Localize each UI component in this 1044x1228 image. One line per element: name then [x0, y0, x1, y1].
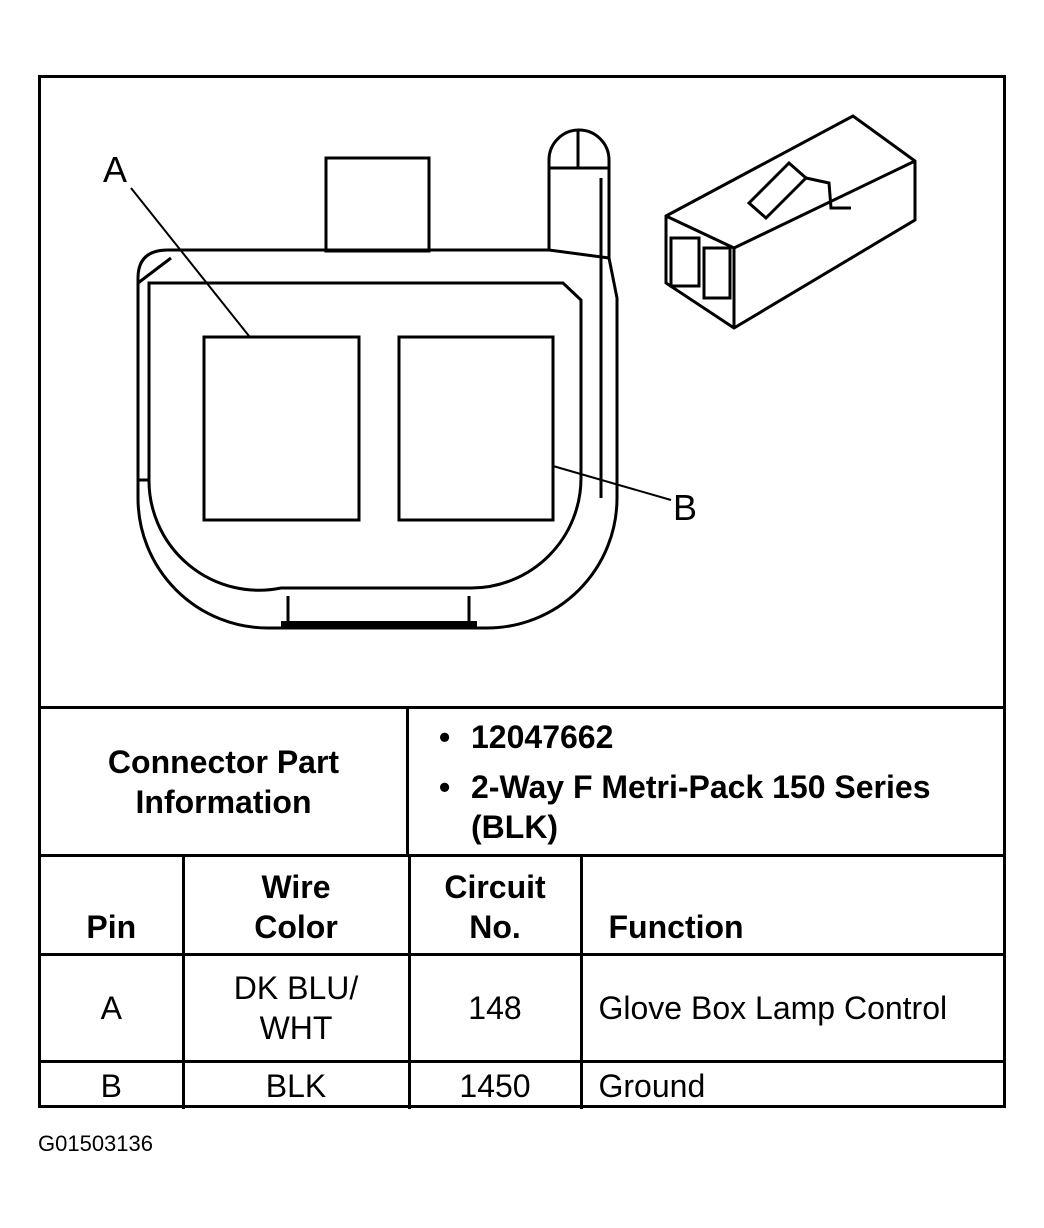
- bullet-marker: •: [439, 769, 451, 805]
- cavity-a: [202, 335, 361, 522]
- part-number-item: • 12047662: [439, 717, 931, 757]
- callout-b-label: B: [673, 487, 697, 528]
- bullet-marker: •: [439, 719, 451, 755]
- cell-function: Glove Box Lamp Control: [579, 953, 1003, 1063]
- connector-body-outer: [136, 248, 619, 630]
- connector-frame: A B Connector Part Information • 1204766…: [38, 75, 1006, 1109]
- table-row: B BLK 1450 Ground: [41, 1060, 1003, 1109]
- connector-part-details: • 12047662 • 2-Way F Metri-Pack 150 Seri…: [409, 709, 1003, 854]
- connector-drawing: A B: [103, 114, 917, 630]
- connector-part-label-cell: Connector Part Information: [41, 709, 409, 854]
- cell-pin: B: [41, 1060, 185, 1109]
- header-circuit-no: Circuit No.: [407, 854, 583, 956]
- header-pin: Pin: [41, 854, 185, 956]
- connector-type: 2-Way F Metri-Pack 150 Series (BLK): [471, 769, 931, 845]
- cavity-b: [397, 335, 555, 522]
- connector-diagram: A B: [41, 78, 1003, 706]
- leader-line-a: [130, 187, 250, 337]
- header-wire-color: Wire Color: [181, 854, 411, 956]
- cell-function: Ground: [579, 1060, 1003, 1109]
- cell-wire-color: BLK: [181, 1060, 411, 1109]
- connector-part-label: Connector Part Information: [107, 743, 340, 820]
- cell-circuit-no: 148: [407, 953, 583, 1063]
- pin-table: Pin Wire Color Circuit No. Function A DK…: [41, 854, 1003, 1109]
- figure-id: G01503136: [38, 1131, 153, 1156]
- part-number: 12047662: [471, 719, 614, 755]
- header-function: Function: [579, 854, 1003, 956]
- pin-table-header: Pin Wire Color Circuit No. Function: [41, 854, 1003, 956]
- connector-part-information: Connector Part Information • 12047662 • …: [41, 706, 1003, 854]
- connector-type-item: • 2-Way F Metri-Pack 150 Series (BLK): [439, 767, 931, 847]
- connector-body-inner: [147, 281, 583, 592]
- cell-wire-color: DK BLU/ WHT: [181, 953, 411, 1063]
- connector-iso-view: [664, 114, 917, 330]
- cell-pin: A: [41, 953, 185, 1063]
- cell-circuit-no: 1450: [407, 1060, 583, 1109]
- leader-line-b: [552, 465, 672, 501]
- callout-a-label: A: [103, 149, 127, 190]
- table-row: A DK BLU/ WHT 148 Glove Box Lamp Control: [41, 953, 1003, 1063]
- top-tab: [324, 156, 431, 253]
